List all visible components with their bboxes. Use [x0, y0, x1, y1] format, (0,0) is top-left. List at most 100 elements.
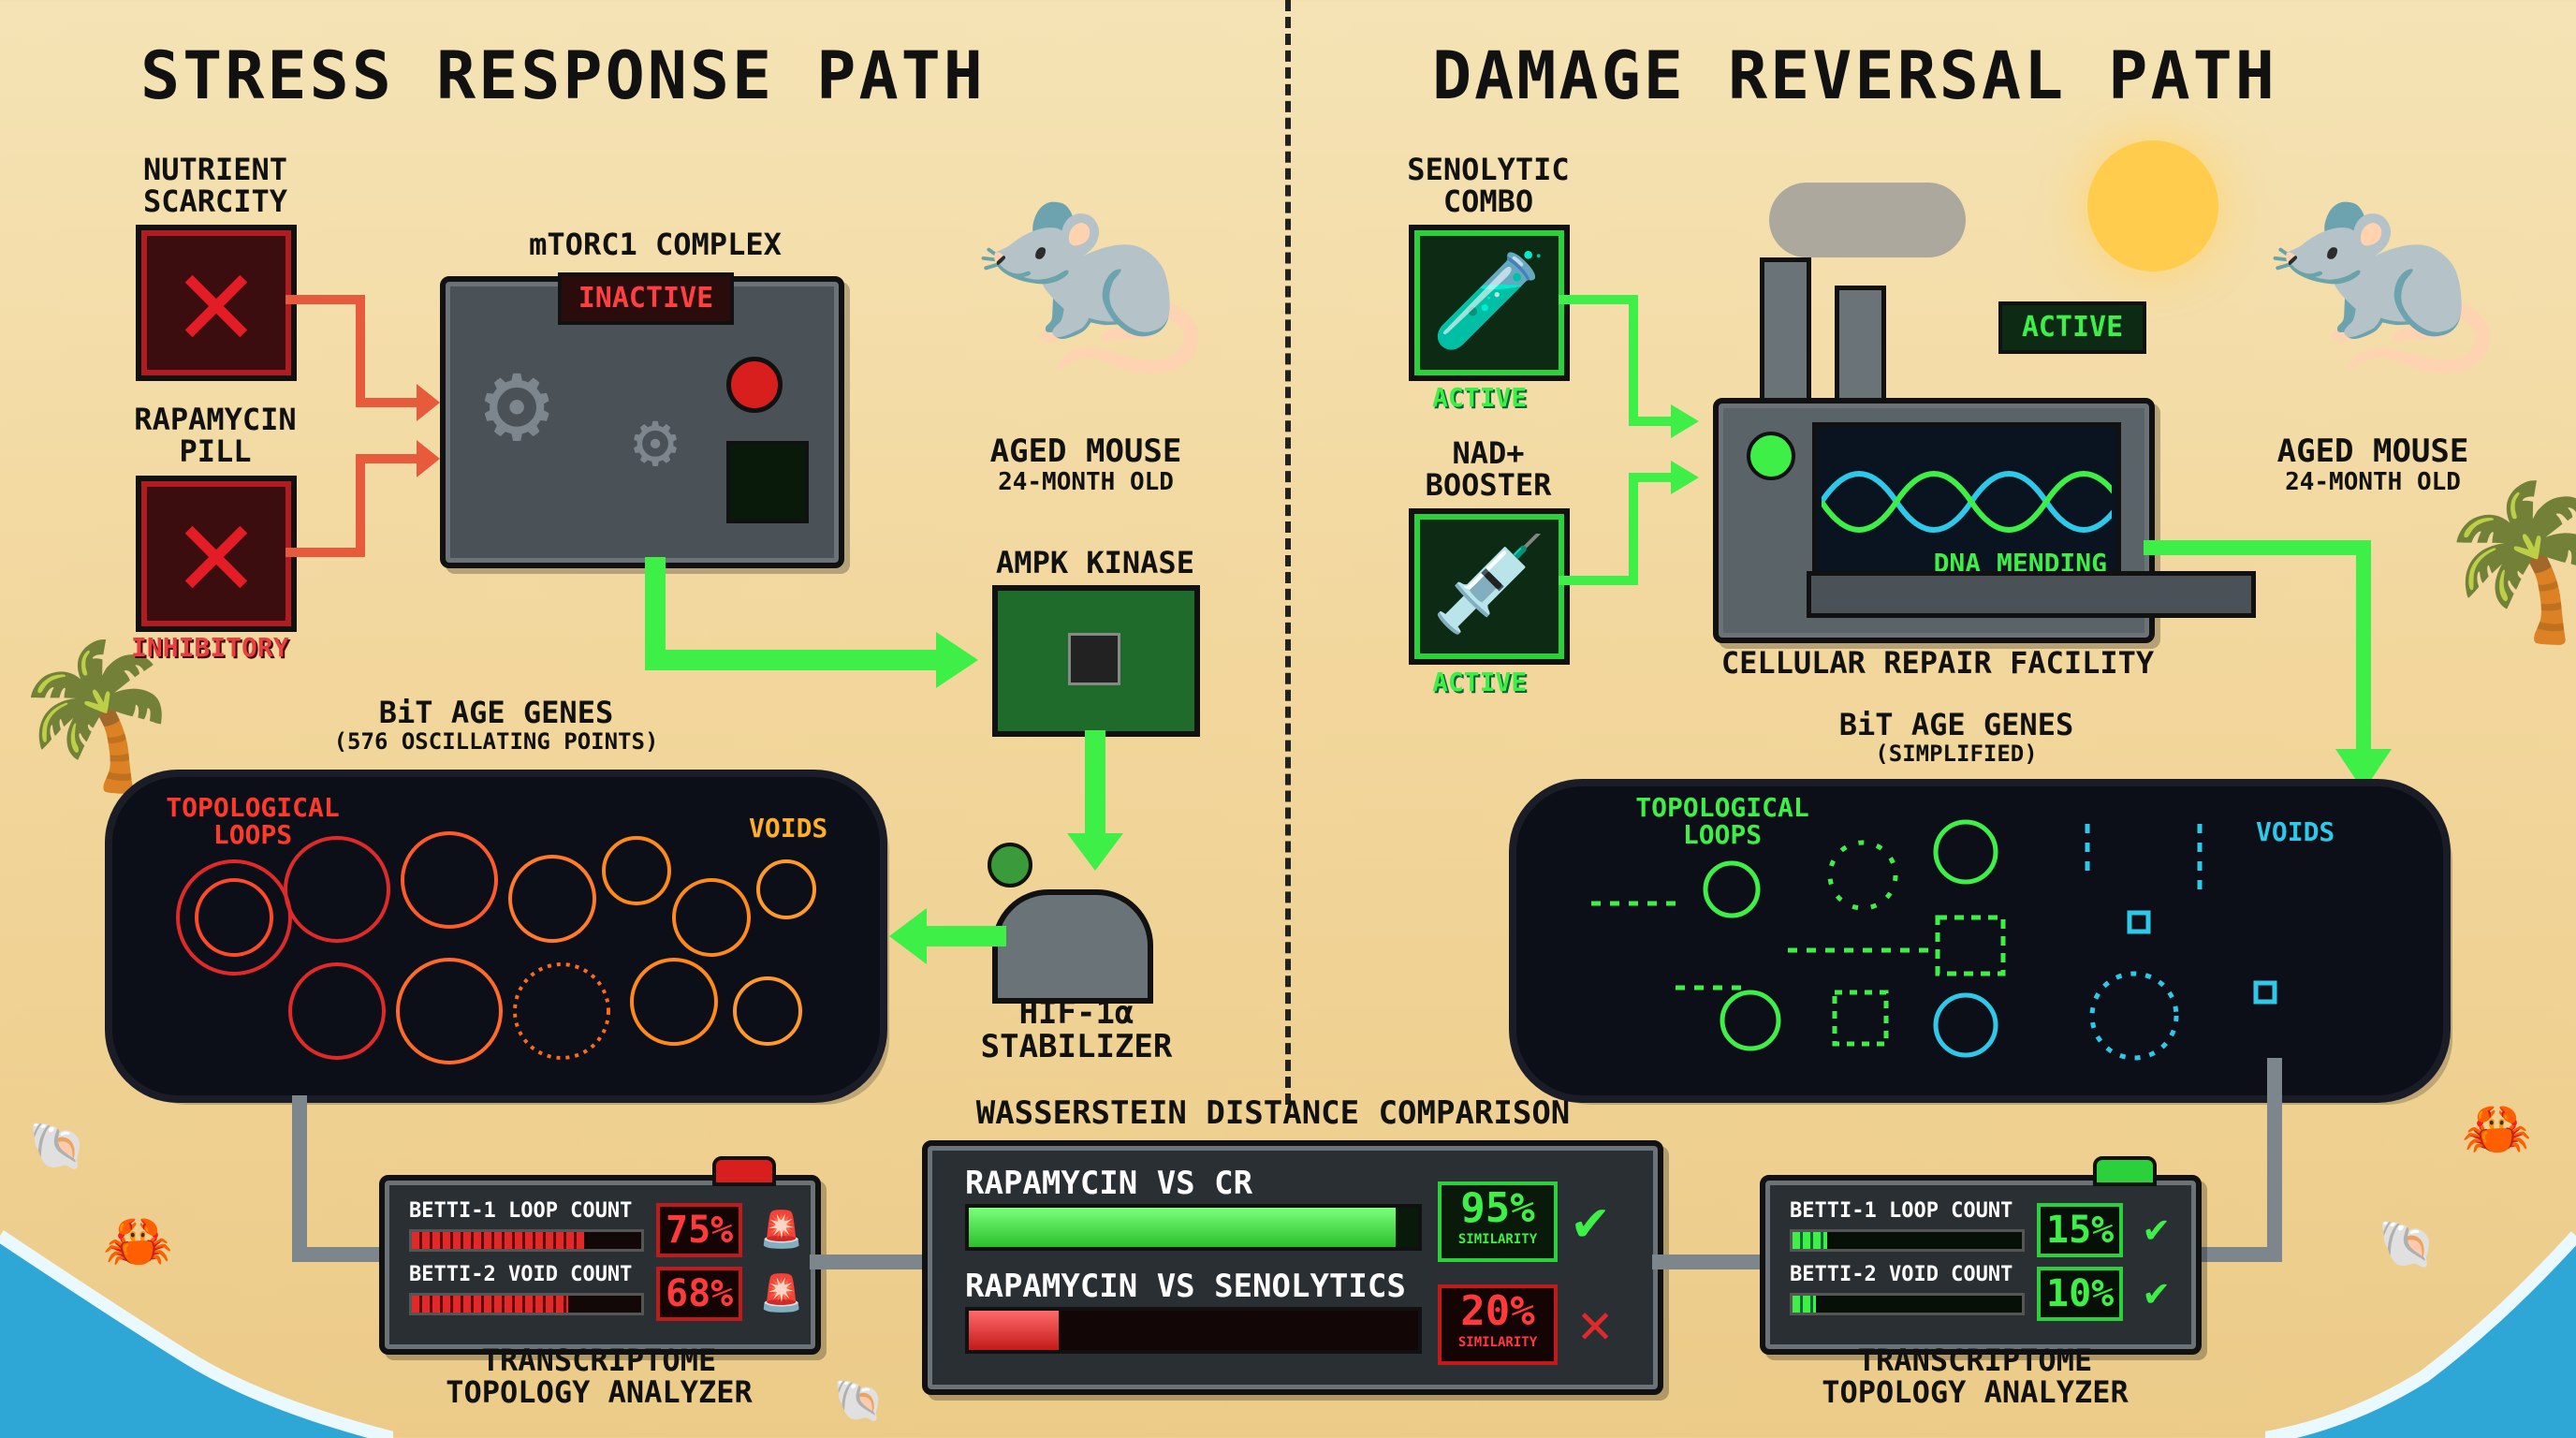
- nad-label: NAD+ BOOSTER: [1425, 435, 1552, 503]
- palm-tree-icon: 🌴: [9, 635, 184, 798]
- right-betti1-value: 15%: [2037, 1203, 2124, 1257]
- row2-value: 20%: [1460, 1287, 1535, 1335]
- shell-icon: 🐚: [2378, 1217, 2437, 1271]
- red-button: [726, 357, 783, 413]
- green-arrow: [2144, 540, 2392, 791]
- left-betti1-bar: [409, 1229, 644, 1252]
- inhibitory-label: INHIBITORY: [131, 632, 289, 663]
- right-loops-label: TOPOLOGICAL LOOPS: [1635, 792, 1809, 851]
- right-betti2-bar: [1790, 1293, 2025, 1315]
- palm-tree-icon: 🌴: [2434, 474, 2576, 649]
- mtorc-label: mTORC1 COMPLEX: [529, 227, 782, 262]
- potion-icon: 🧪: [1430, 245, 1548, 355]
- cross-icon: ✕: [1578, 1291, 1613, 1357]
- left-betti1-value: 75%: [656, 1203, 743, 1257]
- senolytic-label: SENOLYTIC COMBO: [1407, 152, 1570, 219]
- ocean-right: [2265, 1231, 2576, 1438]
- right-voids-label: VOIDS: [2256, 816, 2335, 847]
- right-genes-label: BiT AGE GENES: [1838, 707, 2074, 742]
- pipe: [292, 1095, 393, 1262]
- check-icon: ✔: [2144, 1269, 2169, 1314]
- right-betti1-fill: [1793, 1232, 1827, 1249]
- smokestack: [1835, 286, 1886, 407]
- green-arrow: [645, 557, 978, 688]
- ampk-chip: [992, 585, 1200, 737]
- row1-bar: [965, 1204, 1422, 1251]
- right-betti2-label: BETTI-2 VOID COUNT: [1790, 1263, 2013, 1286]
- left-mouse-age: 24-MONTH OLD: [998, 468, 1174, 496]
- row1-sim: SIMILARITY: [1457, 1232, 1538, 1247]
- green-light: [1747, 432, 1795, 480]
- nutrient-label: NUTRIENT SCARCITY: [142, 152, 288, 219]
- left-analyzer-label: TRANSCRIPTOME TOPOLOGY ANALYZER: [446, 1343, 753, 1410]
- gear-icon: ⚙: [633, 397, 679, 484]
- left-title: STRESS RESPONSE PATH: [140, 37, 986, 114]
- rapamycin-label: RAPAMYCIN PILL: [134, 402, 297, 469]
- row2-label: RAPAMYCIN VS SENOLYTICS: [965, 1268, 1406, 1305]
- comparison-panel: RAPAMYCIN VS CR 95% SIMILARITY ✔ RAPAMYC…: [922, 1140, 1663, 1395]
- shell-icon: 🐚: [28, 1119, 87, 1173]
- ampk-label: AMPK KINASE: [996, 545, 1194, 580]
- facility-label: CELLULAR REPAIR FACILITY: [1720, 645, 2155, 681]
- pipe: [810, 1255, 922, 1269]
- row1-fill: [969, 1208, 1396, 1247]
- green-arrow: [1067, 730, 1123, 871]
- row2-fill: [969, 1311, 1059, 1350]
- left-betti2-bar: [409, 1293, 644, 1315]
- inhibit-arrows: [285, 295, 440, 557]
- factory-active-badge: ACTIVE: [1998, 301, 2146, 354]
- conveyor: [1807, 571, 2256, 618]
- left-voids-label: VOIDS: [749, 813, 828, 844]
- right-mouse-label: AGED MOUSE: [2276, 433, 2469, 470]
- check-icon: ✔: [2144, 1205, 2169, 1251]
- row2-bar: [965, 1307, 1422, 1354]
- inactive-badge: INACTIVE: [558, 272, 734, 325]
- pipe: [2181, 1058, 2282, 1262]
- nad-tile: 💉: [1409, 508, 1570, 665]
- left-topology-cloud: TOPOLOGICAL LOOPS VOIDS: [112, 777, 880, 1095]
- rapamycin-tile: ✕: [136, 476, 297, 632]
- simplified-shapes: [1591, 819, 2277, 1061]
- row1-value-box: 95% SIMILARITY: [1438, 1181, 1558, 1262]
- senolytic-tile: 🧪: [1409, 225, 1570, 381]
- green-arrow: [889, 908, 1006, 964]
- right-topology-cloud: TOPOLOGICAL LOOPS VOIDS: [1516, 786, 2443, 1095]
- ocean-left: [0, 1230, 393, 1438]
- left-analyzer: BETTI-1 LOOP COUNT 75% 🚨 BETTI-2 VOID CO…: [379, 1156, 821, 1355]
- gear-icon: ⚙: [483, 338, 551, 468]
- left-betti2-fill: [412, 1296, 568, 1313]
- dna-screen: DNA MENDING: [1812, 422, 2121, 591]
- crab-icon: 🦀: [103, 1209, 173, 1274]
- row1-label: RAPAMYCIN VS CR: [965, 1165, 1253, 1202]
- senolytic-active: ACTIVE: [1432, 382, 1528, 413]
- chip-icon: [1068, 633, 1120, 685]
- crab-icon: 🦀: [2462, 1096, 2532, 1162]
- left-loops-label: TOPOLOGICAL LOOPS: [166, 792, 340, 851]
- left-betti1-label: BETTI-1 LOOP COUNT: [409, 1199, 633, 1223]
- alarm-light: [712, 1156, 776, 1186]
- check-icon: ✔: [1573, 1188, 1608, 1254]
- row2-value-box: 20% SIMILARITY: [1438, 1284, 1558, 1365]
- mtorc-machine: INACTIVE ⚙ ⚙: [440, 272, 844, 568]
- sun: [2087, 140, 2218, 271]
- right-betti2-fill: [1793, 1296, 1816, 1313]
- right-betti1-label: BETTI-1 LOOP COUNT: [1790, 1199, 2013, 1223]
- siren-icon: 🚨: [759, 1272, 804, 1313]
- center-divider: [1285, 0, 1291, 1105]
- nad-active: ACTIVE: [1432, 667, 1528, 697]
- comparison-title: WASSERSTEIN DISTANCE COMPARISON: [975, 1094, 1571, 1132]
- smokestack: [1760, 257, 1811, 407]
- right-genes-sub: (SIMPLIFIED): [1875, 741, 2038, 767]
- right-mouse-age: 24-MONTH OLD: [2285, 468, 2461, 496]
- left-genes-sub: (576 OSCILLATING POINTS): [333, 728, 659, 755]
- right-betti2-value: 10%: [2037, 1267, 2124, 1321]
- shell-icon: 🐚: [833, 1377, 885, 1425]
- siren-icon: 🚨: [759, 1209, 804, 1250]
- row1-value: 95%: [1460, 1184, 1535, 1232]
- left-genes-label: BiT AGE GENES: [378, 695, 614, 730]
- cross-icon: ✕: [176, 224, 256, 376]
- right-title: DAMAGE REVERSAL PATH: [1432, 37, 2277, 114]
- syringe-icon: 💉: [1430, 529, 1548, 638]
- smoke: [1769, 183, 1966, 257]
- cross-icon: ✕: [176, 475, 256, 627]
